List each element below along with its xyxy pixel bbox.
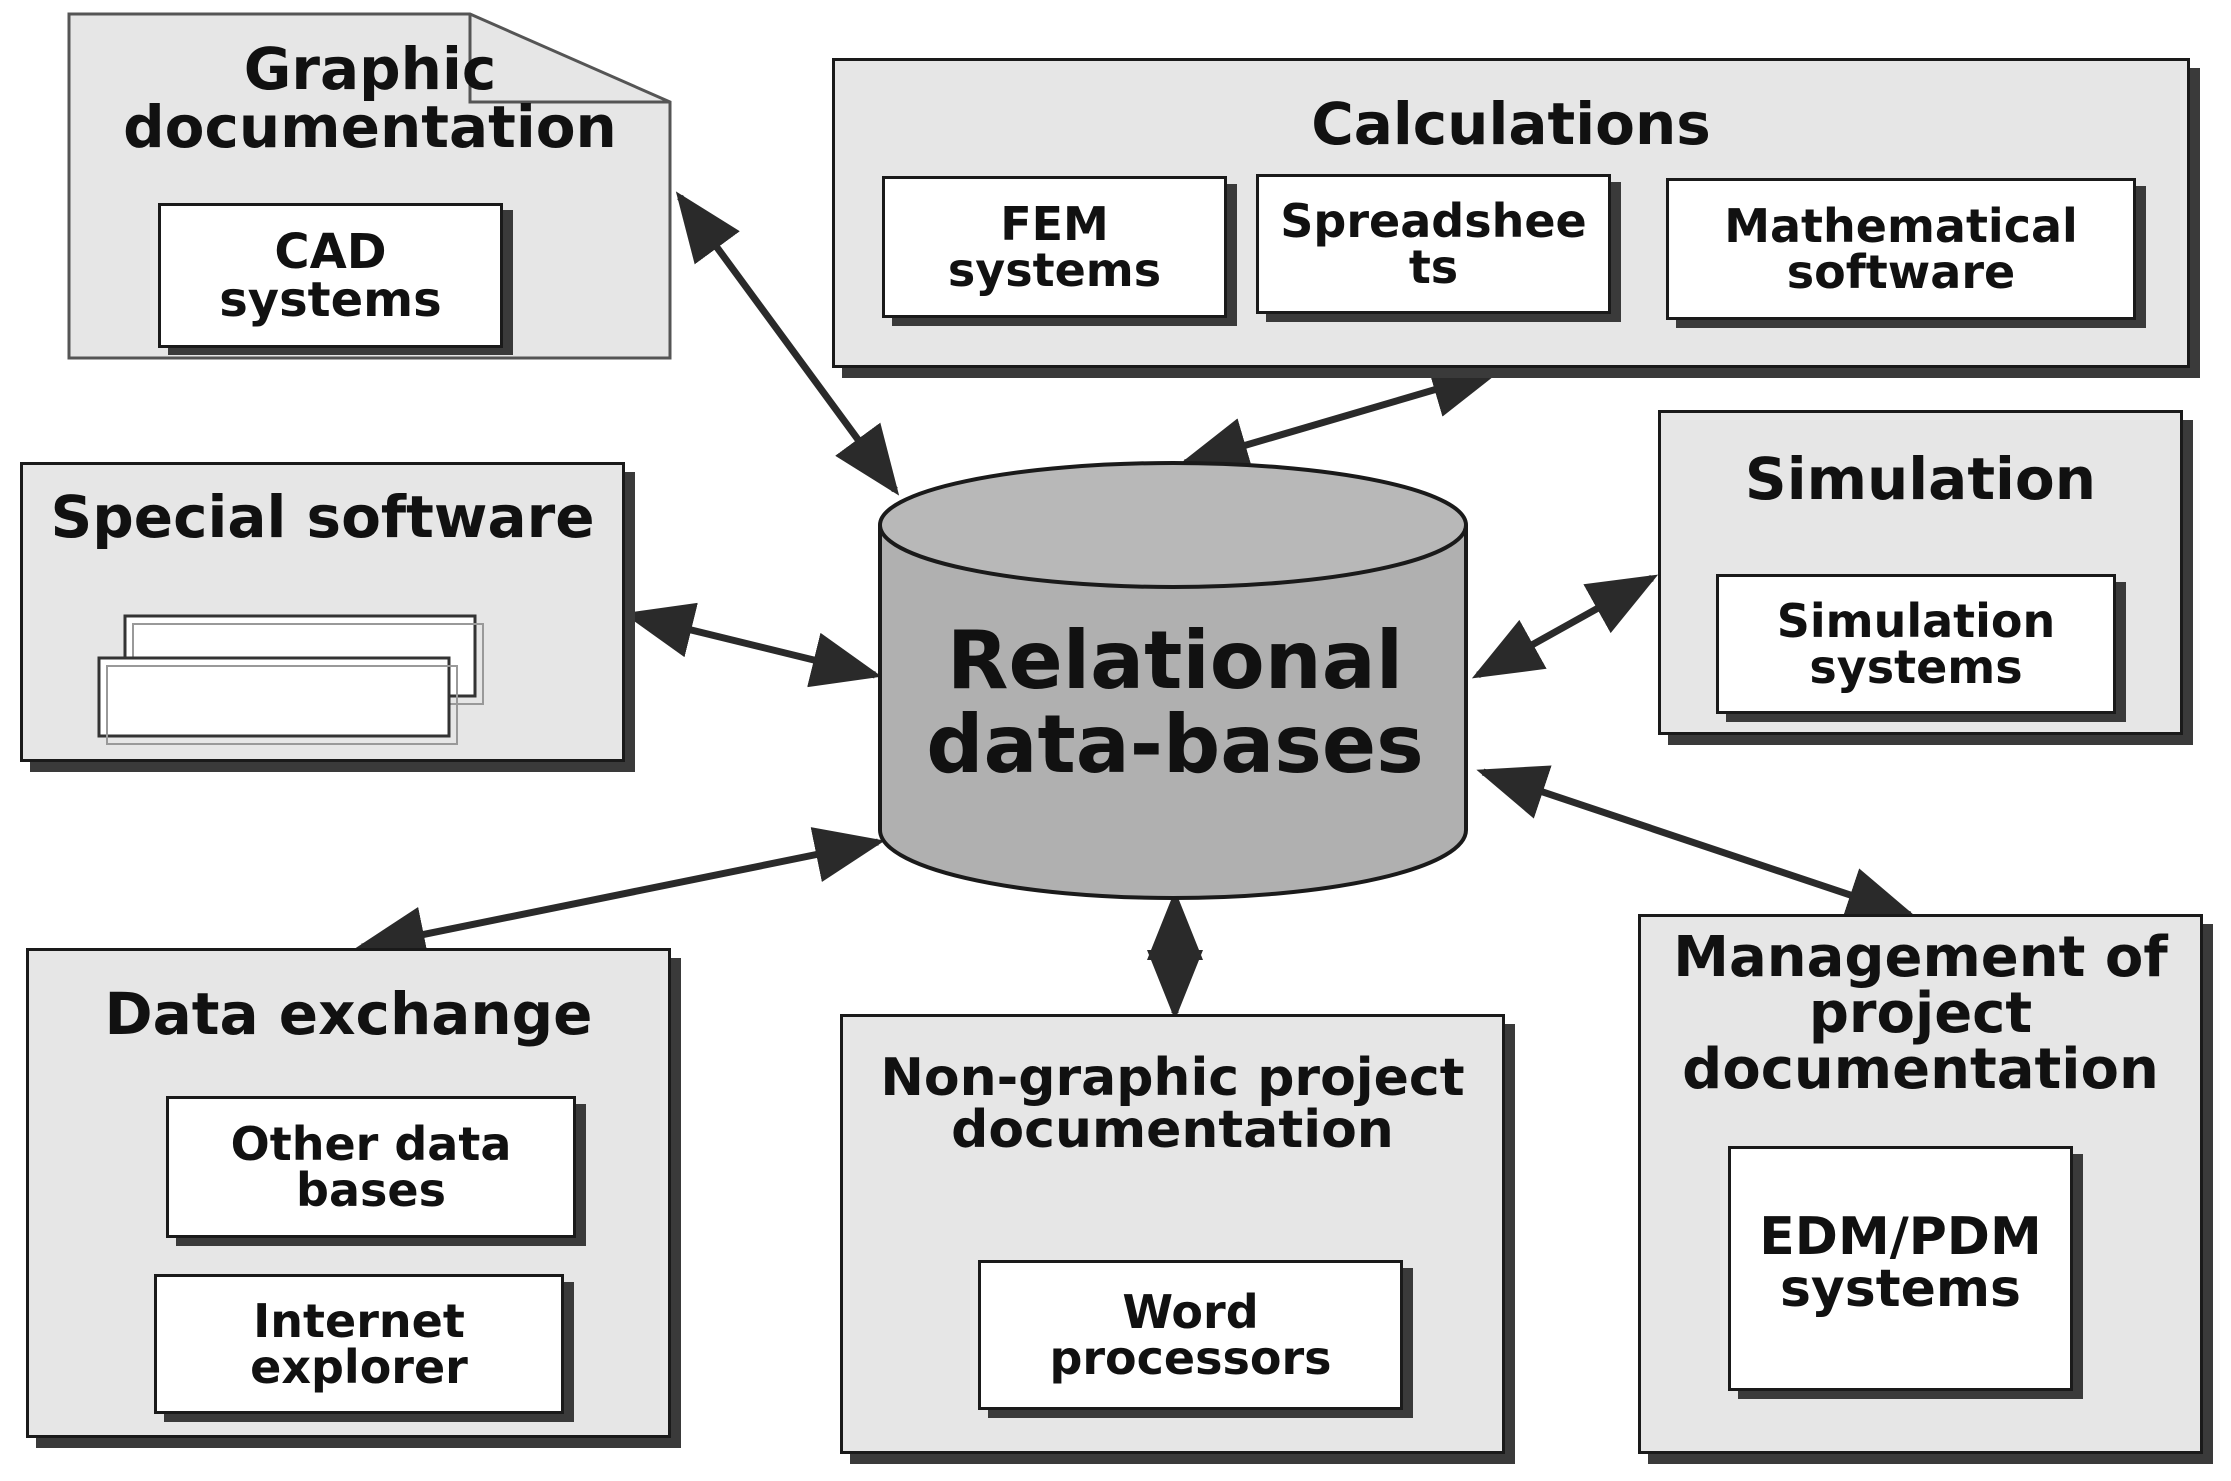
cad-systems-box: CAD systems [158, 203, 503, 348]
other-databases-label: Other data bases [230, 1117, 512, 1217]
arrow-data-exchange [355, 827, 885, 962]
word-processors-box: Word processors [978, 1260, 1403, 1410]
mathematical-software-label: Mathematical software [1724, 199, 2078, 299]
calculations-title: Calculations [832, 95, 2190, 165]
graphic-documentation-title: Graphic documentation [75, 40, 665, 170]
word-processors-label: Word processors [1049, 1285, 1332, 1385]
management-title-text: Management of project documentation [1673, 925, 2168, 1102]
arrow-special-software [623, 602, 882, 688]
internet-explorer-box: Internet explorer [154, 1274, 564, 1414]
arrow-graphic-documentation [675, 191, 900, 496]
non-graphic-title: Non-graphic project documentation [840, 1052, 1505, 1172]
relational-databases-label: Relational data-bases [926, 614, 1424, 791]
relational-databases-cylinder [878, 461, 1468, 900]
edm-pdm-systems-label: EDM/PDM systems [1759, 1207, 2042, 1319]
simulation-title: Simulation [1658, 450, 2183, 520]
simulation-systems-box: Simulation systems [1716, 574, 2116, 714]
relational-databases-title: Relational data-bases [880, 618, 1470, 788]
simulation-title-text: Simulation [1744, 445, 2097, 513]
data-exchange-title-text: Data exchange [104, 980, 593, 1048]
internet-explorer-label: Internet explorer [250, 1294, 468, 1394]
arrow-simulation [1471, 574, 1659, 679]
mathematical-software-box: Mathematical software [1666, 178, 2136, 320]
special-software-title-text: Special software [50, 483, 595, 551]
non-graphic-title-text: Non-graphic project documentation [880, 1048, 1465, 1160]
cad-systems-label: CAD systems [219, 223, 442, 328]
special-software-title: Special software [20, 488, 625, 558]
spreadsheets-box: Spreadshee ts [1256, 174, 1611, 314]
fem-systems-label: FEM systems [947, 197, 1162, 297]
simulation-systems-label: Simulation systems [1776, 594, 2056, 694]
fem-systems-box: FEM systems [882, 176, 1227, 318]
data-exchange-title: Data exchange [26, 985, 671, 1055]
graphic-documentation-title-text: Graphic documentation [123, 35, 617, 161]
stacked-window-icon [97, 614, 484, 745]
arrow-calculations [1178, 362, 1502, 473]
spreadsheets-label: Spreadshee ts [1280, 194, 1587, 294]
management-title: Management of project documentation [1638, 930, 2203, 1120]
edm-pdm-systems-box: EDM/PDM systems [1728, 1146, 2073, 1391]
calculations-title-text: Calculations [1311, 90, 1711, 158]
other-databases-box: Other data bases [166, 1096, 576, 1238]
arrow-management [1476, 765, 1917, 922]
